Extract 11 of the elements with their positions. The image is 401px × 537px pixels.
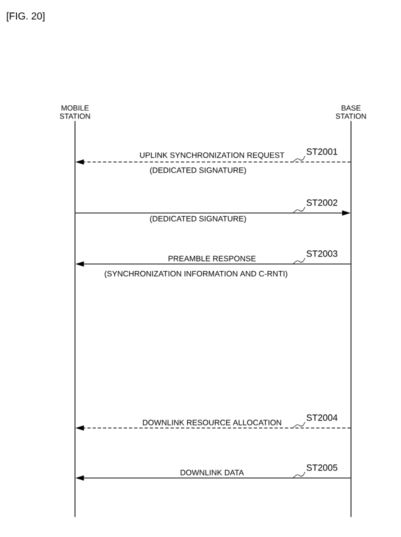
figure-number: [FIG. 20] — [6, 12, 44, 22]
step-number: ST2002 — [306, 199, 338, 206]
leader-line — [292, 206, 306, 214]
leader-line — [292, 156, 306, 162]
step-number: ST2003 — [306, 250, 338, 257]
leader-line — [292, 258, 306, 264]
step-number: ST2001 — [306, 148, 338, 155]
leader-line — [292, 472, 306, 478]
step-number: ST2004 — [306, 414, 338, 421]
leader-line — [292, 422, 306, 428]
step-number: ST2005 — [306, 464, 338, 471]
